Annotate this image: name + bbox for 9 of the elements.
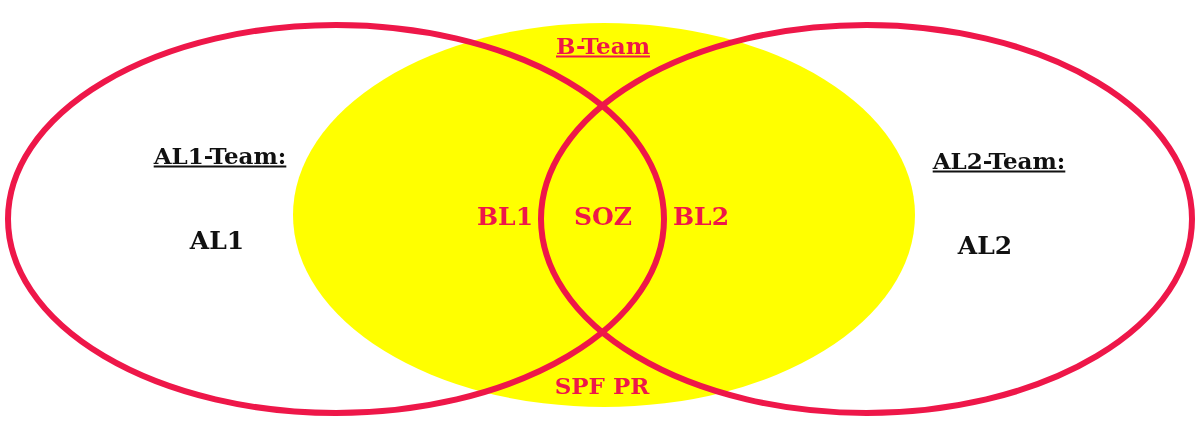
region-label: BL1 bbox=[476, 201, 534, 231]
member-label: AL1 bbox=[189, 225, 245, 255]
team-heading: AL2-Team: bbox=[932, 146, 1066, 174]
member-label: AL2 bbox=[957, 230, 1013, 260]
team-heading: AL1-Team: bbox=[153, 141, 287, 169]
region-label: BL2 bbox=[672, 201, 730, 231]
region-label: SOZ bbox=[573, 201, 633, 231]
member-label: SPF PR bbox=[554, 371, 650, 399]
team-heading: B-Team bbox=[556, 31, 650, 59]
